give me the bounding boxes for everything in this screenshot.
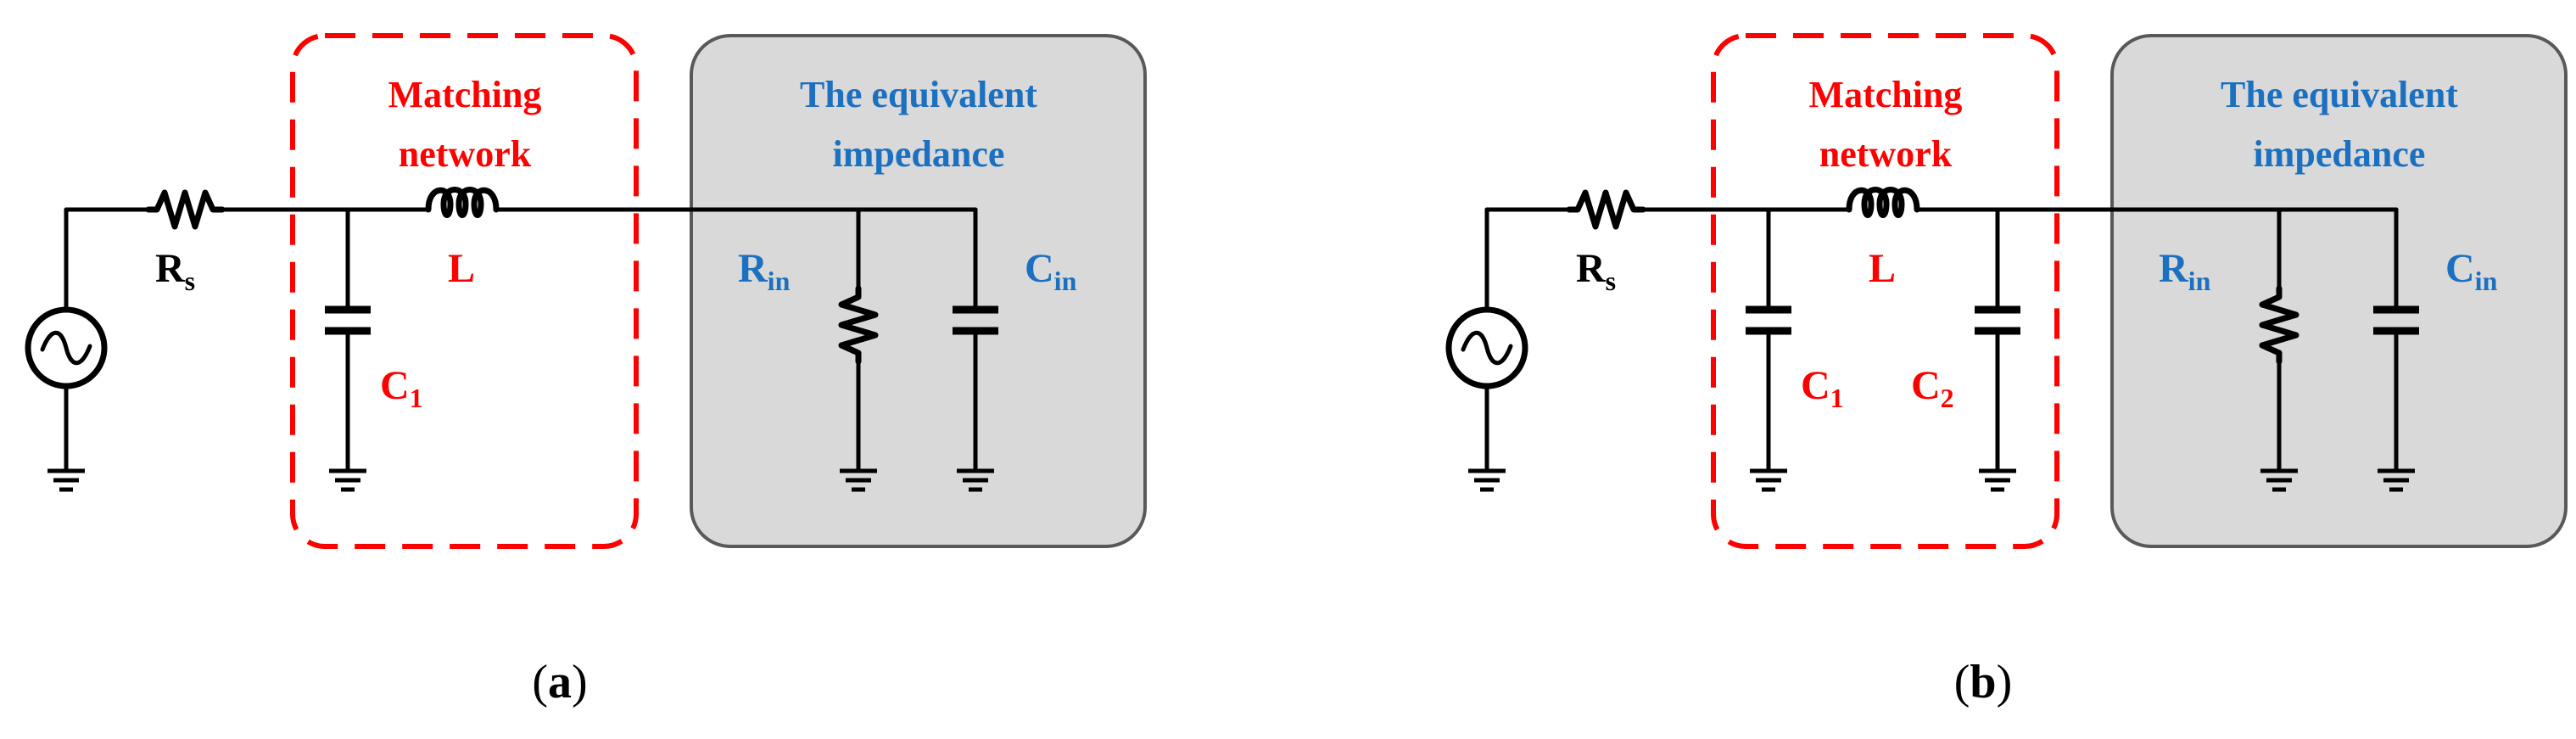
matching-network-box (290, 33, 639, 549)
matching-network-title-line1: Matching (1809, 74, 1963, 115)
rin-resistor-icon (2259, 285, 2299, 365)
l-label: L (448, 246, 475, 291)
rin-label: Rin (2159, 246, 2211, 296)
rin-resistor-icon (838, 285, 879, 365)
cin-label: Cin (2445, 246, 2498, 296)
equivalent-impedance-title-line1: The equivalent (800, 74, 1037, 115)
inductor-icon (1846, 187, 1920, 218)
rs-label: Rs (1576, 246, 1616, 296)
inductor-icon (425, 187, 500, 218)
caption-b: (b) (1954, 656, 2012, 708)
matching-network-title-line2: network (1819, 133, 1953, 175)
ground-icon (2378, 468, 2415, 492)
equivalent-impedance-title-line2: impedance (2254, 133, 2426, 175)
c1-label: C1 (380, 363, 423, 413)
ground-icon (957, 468, 994, 492)
c1-label: C1 (1801, 363, 1844, 413)
cin-label: Cin (1025, 246, 1077, 296)
panel-b: Matching network The equivalent impedanc… (1445, 33, 2568, 708)
ac-source-wave (1461, 330, 1513, 366)
l-label: L (1869, 246, 1896, 291)
matching-network-title-line1: Matching (388, 74, 542, 115)
ground-icon (47, 468, 85, 492)
rin-label: Rin (738, 246, 791, 296)
ground-icon (1468, 468, 1506, 492)
ground-icon (2260, 468, 2298, 492)
equivalent-impedance-title-line2: impedance (833, 133, 1005, 175)
equivalent-impedance-box (2110, 34, 2568, 548)
equivalent-impedance-box (690, 34, 1147, 548)
ground-icon (1750, 468, 1787, 492)
caption-a: (a) (532, 656, 587, 708)
rs-label: Rs (155, 246, 195, 296)
c2-label: C2 (1911, 363, 1954, 413)
panel-a: Matching network The equivalent impedanc… (25, 33, 1147, 708)
ground-icon (840, 468, 877, 492)
rs-resistor-icon (145, 189, 226, 230)
equivalent-impedance-title-line1: The equivalent (2221, 74, 2458, 115)
ground-icon (1979, 468, 2016, 492)
rs-resistor-icon (1566, 189, 1646, 230)
matching-network-title-line2: network (399, 133, 532, 175)
ac-source-wave (40, 330, 92, 366)
matching-network-box (1711, 33, 2059, 549)
ground-icon (329, 468, 366, 492)
